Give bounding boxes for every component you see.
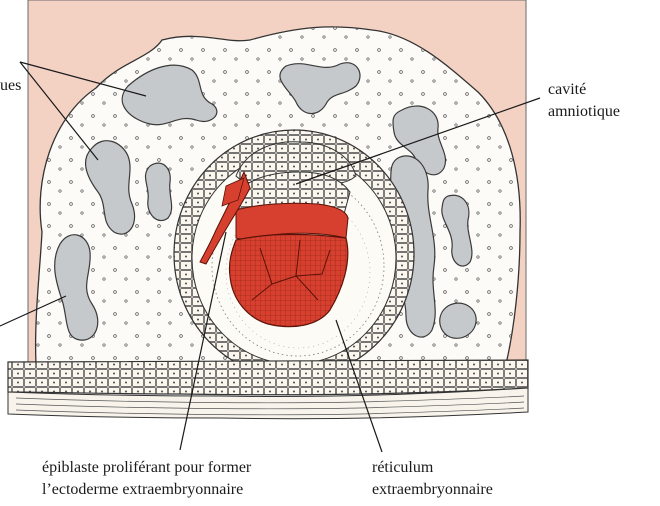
label-amniotic-cavity-line1: cavité (548, 80, 586, 100)
lacuna (440, 303, 476, 338)
label-lacunae-partial: ues (0, 76, 21, 96)
uterine-epithelium (8, 360, 528, 395)
lacuna (145, 163, 171, 220)
label-reticulum-line2: extraembryonnaire (372, 480, 493, 500)
label-amniotic-cavity-line2: amniotique (548, 102, 620, 122)
label-epiblast-line1: épiblaste proliférant pour former (42, 458, 251, 478)
epiblast-red-band (236, 203, 348, 239)
label-reticulum-line1: réticulum (372, 458, 433, 478)
label-epiblast-line2: l’ectoderme extraembryonnaire (42, 480, 243, 500)
